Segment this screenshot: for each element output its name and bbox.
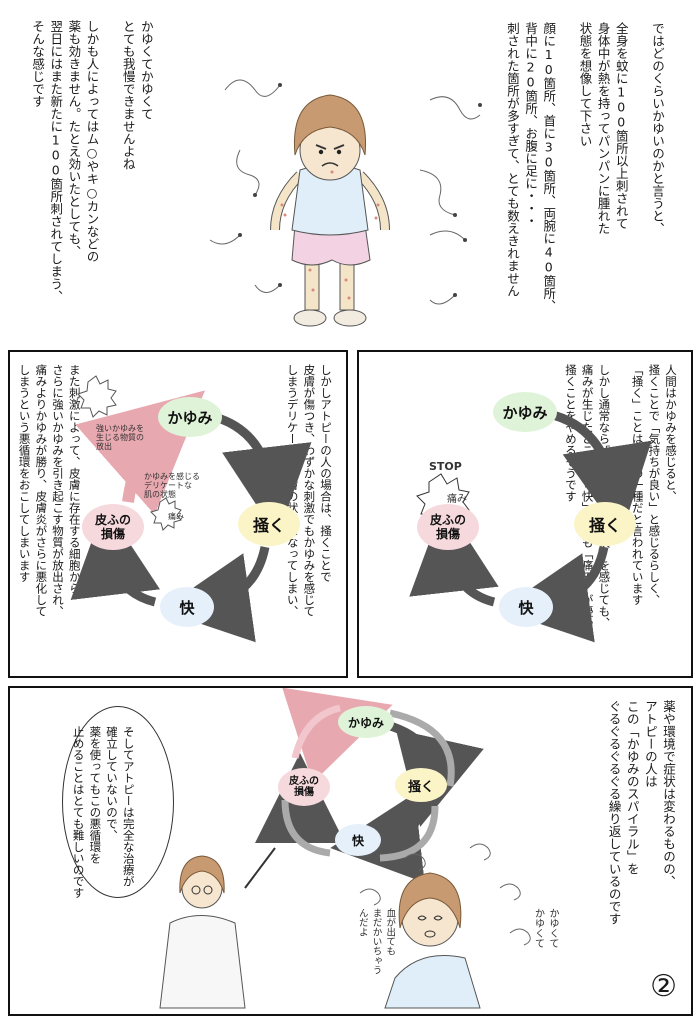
stop-label: STOP xyxy=(429,460,462,473)
panel-atopy-cycle: しかしアトピーの人の場合は、掻くことで 皮膚が傷つき、わずかな刺激でもかゆみを感… xyxy=(8,350,348,678)
node-itch-label: かゆみ xyxy=(502,403,548,422)
node-pleasure-label: 快 xyxy=(518,598,534,617)
panel-normal-cycle: 人間はかゆみを感じると、 掻くことで「気持ちが良い」と感じるらしく、 「掻く」こ… xyxy=(357,350,693,678)
itch-spiral-diagram xyxy=(159,688,531,1009)
node-itch: かゆみ xyxy=(158,397,222,437)
atopy-cycle-diagram xyxy=(70,375,312,643)
node-pleasure-label: 快 xyxy=(351,833,364,848)
node-scratch-label: 掻く xyxy=(407,779,434,795)
node-skin-damage: 皮ふの 損傷 xyxy=(82,504,144,550)
panel-top-intro: ではどのくらいかゆいのかと言うと、 全身を蚊に100箇所以上刺されて 身体中が熱… xyxy=(0,0,700,345)
node-skin-damage-label: 皮ふの 損傷 xyxy=(289,775,319,799)
itchy-child-illustration xyxy=(209,79,482,327)
doctor-speech-bubble xyxy=(62,706,174,898)
node-pleasure: 快 xyxy=(499,587,553,627)
node-skin-damage-label: 皮ふの 損傷 xyxy=(94,512,131,541)
node-pleasure: 快 xyxy=(335,824,381,856)
panel-itch-spiral: 薬や環境で症状は変わるものの、 アトピーの人は この「かゆみのスパイラル」を ぐ… xyxy=(8,686,693,1016)
node-skin-damage-label: 皮ふの 損傷 xyxy=(429,512,466,541)
intro-text-left: かゆくてかゆくて とても我慢できませんよね しかも人によってはム○やキ○カンなど… xyxy=(30,20,154,303)
doctor-speech-text: そしてアトピーは完全な治療が 確立していないので、 薬を使ってもこの悪循環を 止… xyxy=(71,726,136,899)
node-scratch: 掻く xyxy=(395,768,447,802)
node-scratch-label: 掻く xyxy=(588,516,621,535)
girl-itchy-words: かゆくて かゆくて xyxy=(532,908,559,948)
note-delicate-skin: かゆみを感じる デリケートな 肌の状態 xyxy=(144,472,200,500)
pain-label: 痛み xyxy=(168,512,184,521)
node-itch: かゆみ xyxy=(338,706,394,738)
node-pleasure-label: 快 xyxy=(179,598,195,617)
node-itch-label: かゆみ xyxy=(167,408,213,427)
pain-label: 痛み xyxy=(447,494,467,505)
node-scratch: 掻く xyxy=(574,502,636,546)
itch-spiral-text: 薬や環境で症状は変わるものの、 アトピーの人は この「かゆみのスパイラル」を ぐ… xyxy=(606,700,676,925)
node-skin-damage: 皮ふの 損傷 xyxy=(417,504,479,550)
girl-bleeding-words: 血が出ても まだかいちゃう んだよ xyxy=(356,908,396,975)
node-scratch-label: 掻く xyxy=(252,516,285,535)
node-pleasure: 快 xyxy=(160,587,214,627)
node-skin-damage: 皮ふの 損傷 xyxy=(278,768,330,806)
intro-text-right: ではどのくらいかゆいのかと言うと、 全身を蚊に100箇所以上刺されて 身体中が熱… xyxy=(505,22,665,312)
node-itch: かゆみ xyxy=(493,392,557,432)
page-number: ② xyxy=(650,969,677,1004)
node-scratch: 掻く xyxy=(238,502,300,546)
note-itch-substance-release: 強いかゆみを 生じる物質の 放出 xyxy=(96,424,144,452)
node-itch-label: かゆみ xyxy=(347,715,384,730)
